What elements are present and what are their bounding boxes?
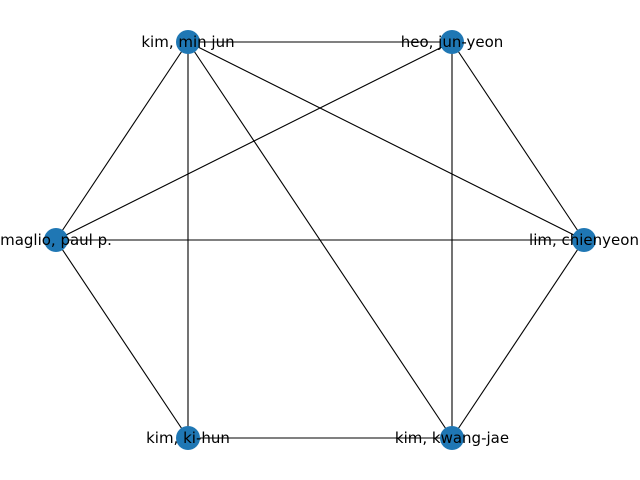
edge-heo_jun_yeon-lim_chienyeon xyxy=(451,41,585,241)
node-label-heo_jun_yeon: heo, jun-yeon xyxy=(401,33,504,51)
node-label-kim_ki_hun: kim, ki-hun xyxy=(146,429,230,447)
edge-kim_ki_hun-maglio_paul_p xyxy=(55,239,189,439)
node-kim_kwang_jae xyxy=(440,426,464,450)
nodes-layer xyxy=(44,30,596,450)
node-label-kim_kwang_jae: kim, kwang-jae xyxy=(395,429,509,447)
edges-layer xyxy=(55,41,585,439)
edge-kim_min_jun-lim_chienyeon xyxy=(187,41,585,241)
node-kim_min_jun xyxy=(176,30,200,54)
node-label-kim_min_jun: kim, min jun xyxy=(141,33,234,51)
node-label-maglio_paul_p: maglio, paul p. xyxy=(0,231,112,249)
edge-lim_chienyeon-kim_kwang_jae xyxy=(451,239,585,439)
labels-layer: kim, min jun heo, jun-yeon lim, chienyeon k… xyxy=(0,33,639,447)
node-kim_ki_hun xyxy=(176,426,200,450)
node-label-lim_chienyeon: lim, chienyeon xyxy=(529,231,639,249)
edge-kim_min_jun-maglio_paul_p xyxy=(55,41,189,241)
node-maglio_paul_p xyxy=(44,228,68,252)
node-heo_jun_yeon xyxy=(440,30,464,54)
edge-heo_jun_yeon-maglio_paul_p xyxy=(55,41,453,241)
node-lim_chienyeon xyxy=(572,228,596,252)
